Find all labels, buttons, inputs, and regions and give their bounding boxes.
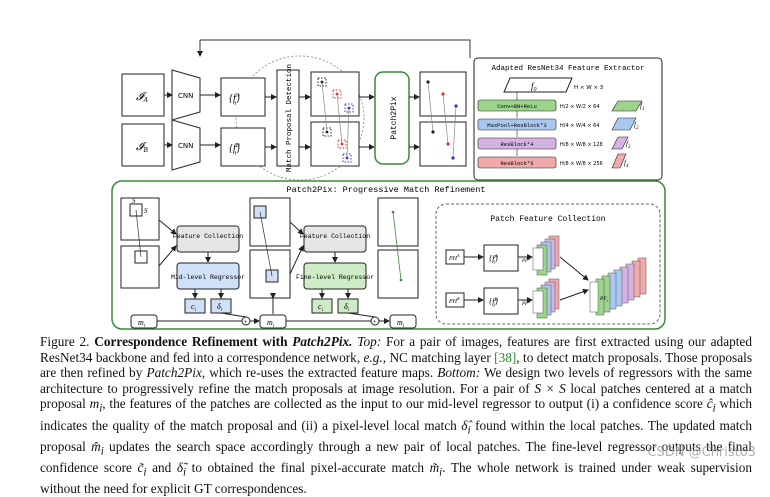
proposal-region <box>235 55 365 181</box>
extractor-feature-label: f4 <box>624 159 629 169</box>
proposal-image-a <box>310 71 360 117</box>
pf-feature-box-b <box>483 287 519 315</box>
mid-patch-image-a <box>249 197 291 247</box>
c-tilde-box <box>311 298 333 314</box>
patch-feature-collection-title: Patch Feature Collection <box>490 215 605 224</box>
match-proposal-label: Match Proposal Detection <box>286 64 294 172</box>
patch2pix-block <box>374 71 410 165</box>
m-hat-label: mi <box>267 318 275 329</box>
image-b-label: 𝓘B <box>136 141 148 154</box>
refinement-panel: Patch2Pix: Progressive Match Refinement … <box>111 180 666 330</box>
extractor-layer-dims: H/2 × W/2 × 64 <box>560 104 600 110</box>
watermark: CSDN @Christo3 <box>647 445 756 460</box>
mid-feature-collection-label: Feature Collection <box>173 233 243 240</box>
m-i-label: mi <box>138 318 146 329</box>
extractor-feature-label: f3 <box>626 140 631 150</box>
pf-i-label: PFi <box>599 296 608 303</box>
extractor-layer-dims: H/4 × W/4 × 64 <box>560 123 600 129</box>
final-image-a <box>377 197 419 247</box>
extractor-title: Adapted ResNet34 Feature Extractor <box>491 65 644 73</box>
svg-text:{fAi}: {fAi} <box>489 254 499 266</box>
figure-caption: Figure 2. Correspondence Refinement with… <box>40 334 753 497</box>
svg-text:PHA: PHA <box>448 253 460 262</box>
citation-link[interactable]: [38] <box>494 349 517 365</box>
svg-text:+: + <box>244 318 248 326</box>
extractor-layer-label: MaxPool+ResBlock*3 <box>487 122 546 129</box>
m-tilde-box <box>389 314 417 329</box>
m-tilde-label: mi <box>397 318 405 329</box>
c-tilde-label: ci <box>318 302 324 313</box>
extractor-layer-dims: H/8 × W/8 × 128 <box>560 142 603 148</box>
pf-combined-stack <box>589 257 647 316</box>
cnn-a <box>171 69 201 121</box>
extractor-layer-dims: H/8 × W/8 × 256 <box>560 161 603 167</box>
fine-level-regressor-label: Fine-level Regressor <box>296 274 374 281</box>
mid-level-regressor-label: Mid-level Regressor <box>171 274 245 281</box>
pf-b-stack <box>532 278 560 319</box>
svg-text:{fBi}: {fBi} <box>489 297 499 309</box>
delta-hat-label: δi <box>217 302 223 313</box>
extractor-layer: MaxPool+ResBlock*3 H/4 × W/4 × 64 f2 <box>477 117 639 137</box>
image-b <box>121 123 165 167</box>
feature-extractor-panel: Adapted ResNet34 Feature Extractor f0 H … <box>473 57 663 181</box>
extractor-layer-box <box>477 156 557 169</box>
cnn-a-label: CNN <box>178 92 193 100</box>
pf-b-label: PFB <box>521 300 531 307</box>
patch-size-label: S <box>132 197 136 205</box>
refinement-title: Patch2Pix: Progressive Match Refinement <box>287 185 486 195</box>
extractor-layer-label: ResBlock*4 <box>500 141 534 148</box>
mid-level-regressor <box>176 262 240 290</box>
caption-label: Figure 2. <box>40 334 90 349</box>
extractor-feature-label: f2 <box>634 121 639 131</box>
reuse-features-arrow <box>200 39 471 58</box>
svg-text:PHB: PHB <box>448 296 460 305</box>
extractor-layer-label: Conv+BN+ReLu <box>497 103 537 110</box>
fine-feature-collection-label: Feature Collection <box>300 233 370 240</box>
input-dims: H × W × 3 <box>574 85 604 91</box>
extractor-input <box>503 77 573 93</box>
input-label: f0 <box>531 81 537 93</box>
image-a <box>121 73 165 117</box>
extractor-feature-map <box>611 153 627 169</box>
cnn-b-label: CNN <box>178 142 193 150</box>
delta-tilde-label: δi <box>344 302 350 313</box>
caption-heading: Correspondence Refinement with <box>94 334 288 349</box>
extractor-feature-map <box>611 117 637 131</box>
extractor-layer: ResBlock*6 H/8 × W/8 × 256 f4 <box>477 153 629 169</box>
pf-a-stack <box>532 235 560 276</box>
extractor-feature-label: f1 <box>640 102 644 112</box>
feature-box-a <box>220 77 266 117</box>
svg-text:+: + <box>373 318 377 326</box>
extractor-layer: Conv+BN+ReLu H/2 × W/2 × 64 f1 <box>477 99 644 118</box>
patch2pix-label: Patch2Pix <box>390 96 399 139</box>
c-hat-label: ci <box>191 302 197 313</box>
image-a-label: 𝓘A <box>136 91 148 104</box>
pf-feature-box-a <box>483 244 519 272</box>
svg-text:S: S <box>144 207 148 215</box>
match-proposal-detection <box>276 69 300 167</box>
final-image-b <box>377 249 419 299</box>
cnn-b <box>171 119 201 171</box>
fine-level-regressor <box>303 262 367 290</box>
c-hat-box <box>184 298 206 314</box>
extractor-feature-map <box>611 100 643 112</box>
extractor-layer: ResBlock*4 H/8 × W/8 × 128 f3 <box>477 136 631 156</box>
extractor-layer-label: ResBlock*6 <box>500 160 533 167</box>
feature-box-b <box>220 127 266 167</box>
proposal-image-b <box>310 121 360 167</box>
pf-a-label: PFA <box>521 257 531 264</box>
extractor-feature-map <box>611 136 629 150</box>
output-image-b <box>419 121 467 167</box>
